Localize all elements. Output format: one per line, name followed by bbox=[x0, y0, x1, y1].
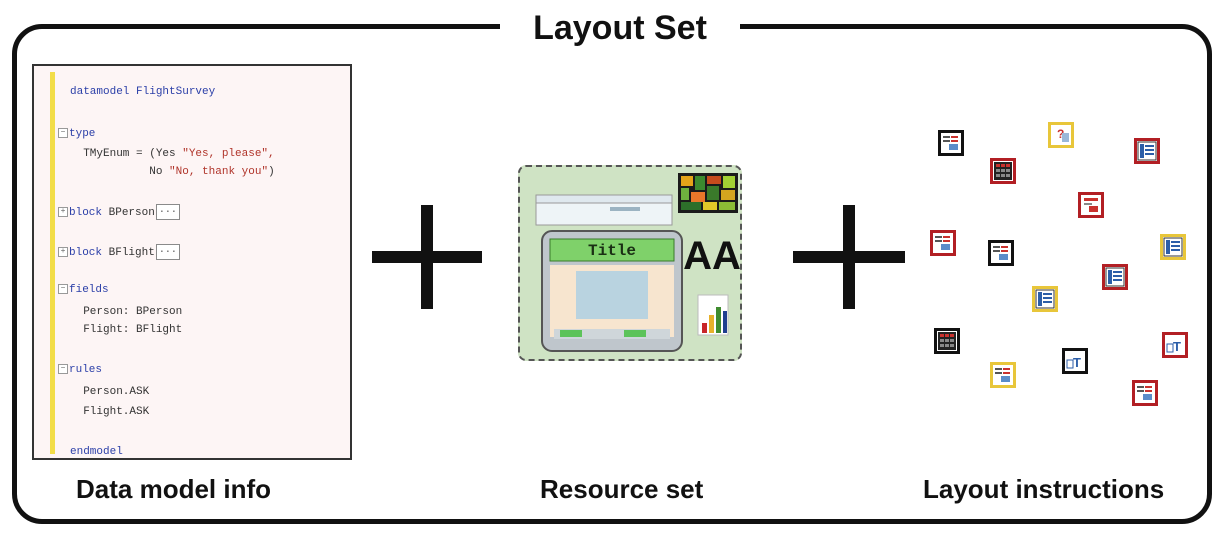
layout-instruction-form-icon bbox=[1132, 380, 1158, 406]
expand-icon[interactable]: + bbox=[58, 207, 68, 217]
layout-instruction-list-icon bbox=[1032, 286, 1058, 312]
code-keyword: fields bbox=[69, 284, 109, 296]
code-keyword: rules bbox=[69, 364, 103, 376]
caption-layout-instructions: Layout instructions bbox=[923, 474, 1165, 504]
bar-chart-icon bbox=[697, 294, 729, 336]
caption-resource-set: Resource set bbox=[540, 474, 704, 504]
color-palette-icon bbox=[678, 173, 738, 213]
font-glyph-icon: AA bbox=[683, 234, 741, 278]
browser-toolbar bbox=[535, 194, 673, 204]
form-title-bar bbox=[549, 238, 675, 262]
layout-instruction-list-icon bbox=[1102, 264, 1128, 290]
layout-instruction-table-icon bbox=[934, 328, 960, 354]
layout-instruction-form-icon bbox=[990, 362, 1016, 388]
layout-instruction-form-icon bbox=[930, 230, 956, 256]
code-text: Flight: BFlight bbox=[70, 324, 183, 336]
collapsed-block-box[interactable]: ... bbox=[155, 244, 180, 260]
code-keyword: endmodel bbox=[70, 446, 123, 458]
code-gutter bbox=[50, 72, 55, 454]
code-line: Flight.ASK bbox=[58, 406, 149, 422]
form-footer bbox=[554, 329, 670, 339]
layout-instruction-form-icon bbox=[988, 240, 1014, 266]
collapse-icon[interactable]: − bbox=[58, 128, 68, 139]
collapsed-block-box[interactable]: ... bbox=[155, 204, 180, 220]
layout-instruction-text-icon: T bbox=[1162, 332, 1188, 358]
layout-instruction-list-icon bbox=[1134, 138, 1160, 164]
code-string: "No, thank you" bbox=[169, 166, 269, 178]
layout-instruction-form-icon bbox=[938, 130, 964, 156]
plus-vertical-bar bbox=[421, 205, 433, 309]
layout-instruction-question-icon: ? bbox=[1048, 122, 1074, 148]
layout-instructions-icons: ? T T bbox=[920, 110, 1210, 440]
code-text: TMyEnum = (Yes bbox=[70, 148, 183, 160]
code-text: ) bbox=[268, 166, 275, 178]
code-keyword: datamodel FlightSurvey bbox=[70, 86, 216, 98]
plus-vertical-bar bbox=[843, 205, 855, 309]
layout-instruction-text-icon: T bbox=[1062, 348, 1088, 374]
code-text: BFlight bbox=[102, 246, 155, 259]
code-line: −fields bbox=[58, 284, 109, 300]
code-keyword: block bbox=[69, 206, 103, 219]
code-text: Person: BPerson bbox=[70, 306, 183, 318]
form-button-right bbox=[624, 330, 646, 337]
collapse-icon[interactable]: − bbox=[58, 364, 68, 375]
code-keyword: type bbox=[69, 128, 96, 140]
resource-set-illustration: Title AA bbox=[535, 173, 741, 352]
code-line: +block BPerson... bbox=[58, 204, 180, 220]
layout-instruction-table-icon bbox=[990, 158, 1016, 184]
code-text: Person.ASK bbox=[70, 386, 150, 398]
code-line: Flight: BFlight bbox=[58, 324, 182, 340]
layout-instruction-form-red-icon bbox=[1078, 192, 1104, 218]
code-line: Person.ASK bbox=[58, 386, 149, 402]
caption-data-model-info: Data model info bbox=[76, 474, 272, 504]
layout-instruction-list-icon bbox=[1160, 234, 1186, 260]
expand-icon[interactable]: + bbox=[58, 247, 68, 257]
form-image-area bbox=[576, 271, 648, 319]
code-line: +block BFlight... bbox=[58, 244, 180, 260]
code-line: −rules bbox=[58, 364, 102, 380]
resource-set-box: Title AA bbox=[518, 165, 742, 361]
data-model-code-panel: datamodel FlightSurvey−type TMyEnum = (Y… bbox=[32, 64, 352, 460]
plus-sign bbox=[793, 205, 905, 309]
code-text: Flight.ASK bbox=[70, 406, 150, 418]
form-button-left bbox=[560, 330, 582, 337]
svg-text:T: T bbox=[1073, 355, 1081, 370]
code-line: TMyEnum = (Yes "Yes, please", bbox=[58, 148, 275, 164]
plus-sign bbox=[372, 205, 482, 309]
code-string: "Yes, please", bbox=[182, 148, 275, 160]
code-text: BPerson bbox=[102, 206, 155, 219]
code-line: Person: BPerson bbox=[58, 306, 182, 322]
code-line: No "No, thank you") bbox=[58, 166, 275, 182]
svg-text:?: ? bbox=[1057, 127, 1064, 141]
browser-address-bar bbox=[610, 207, 640, 211]
code-line: endmodel bbox=[58, 446, 123, 462]
code-keyword: block bbox=[69, 246, 103, 259]
code-text: No bbox=[70, 166, 170, 178]
code-line: datamodel FlightSurvey bbox=[58, 86, 215, 102]
code-line: −type bbox=[58, 128, 95, 144]
form-title-text: Title bbox=[588, 242, 636, 260]
svg-text:T: T bbox=[1173, 339, 1181, 354]
layout-set-title: Layout Set bbox=[500, 8, 740, 48]
collapse-icon[interactable]: − bbox=[58, 284, 68, 295]
